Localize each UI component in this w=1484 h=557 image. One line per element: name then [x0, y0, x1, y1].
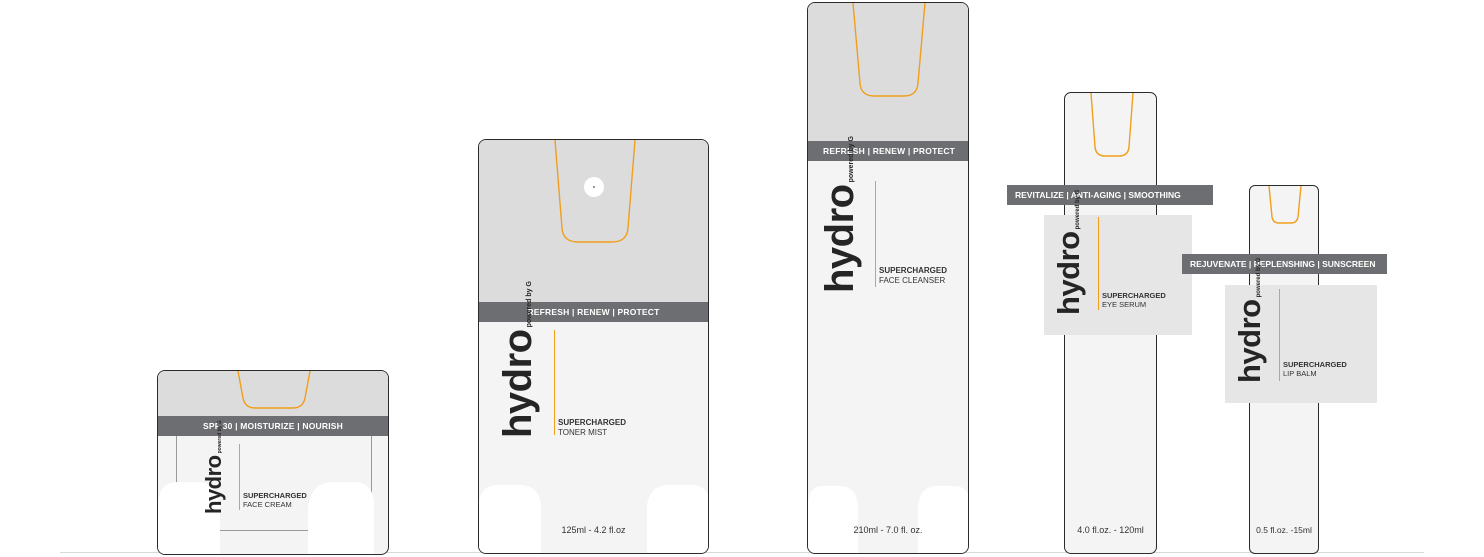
accent-divider [875, 181, 877, 287]
product-line1: SUPERCHARGED [1283, 360, 1347, 369]
accent-divider [554, 330, 556, 435]
bottom-wave-decoration [158, 482, 374, 554]
product-line2: LIP BALM [1283, 369, 1317, 379]
tube-cap [808, 3, 968, 141]
eye-serum-label-panel: hydro powered by G SUPERCHARGED EYE SERU… [1044, 190, 1192, 335]
product-name: SUPERCHARGED TONER MIST [558, 418, 626, 438]
bottle-cap [479, 140, 708, 302]
brand-tagline: powered by G [217, 420, 223, 454]
face-cleanser-tube: REFRESH | RENEW | PROTECT hydro powered … [807, 2, 969, 554]
benefit-band: REFRESH | RENEW | PROTECT [479, 302, 708, 322]
brand-name: hydro [1051, 231, 1086, 315]
cap-accent-icon [1268, 186, 1302, 224]
ground-line [60, 552, 1424, 553]
brand-name: hydro [1232, 299, 1267, 383]
bottom-wave-decoration [479, 485, 708, 553]
volume-label: 0.5 fl.oz. -15ml [1256, 525, 1312, 535]
benefit-band: SPF 30 | MOISTURIZE | NOURISH [158, 416, 388, 436]
spray-nozzle-icon [584, 177, 604, 197]
product-name: SUPERCHARGED FACE CREAM [243, 491, 307, 510]
brand-tagline: powered by G [848, 136, 855, 183]
product-name: SUPERCHARGED EYE SERUM [1102, 291, 1166, 310]
volume-label: 4.0 fl.oz. - 120ml [1077, 525, 1144, 535]
product-line1: SUPERCHARGED [1102, 291, 1166, 300]
product-name: SUPERCHARGED FACE CLEANSER [879, 266, 947, 286]
accent-divider [239, 444, 241, 510]
toner-mist-bottle: REFRESH | RENEW | PROTECT hydro powered … [478, 139, 709, 554]
eye-serum-benefit-band: REVITALIZE | ANTI-AGING | SMOOTHING [1007, 185, 1213, 205]
lip-balm-label-panel: hydro powered by G SUPERCHARGED LIP BALM [1225, 258, 1377, 403]
benefit-band: REFRESH | RENEW | PROTECT [808, 141, 968, 161]
bottom-wave-decoration [808, 486, 968, 553]
product-line2: EYE SERUM [1102, 300, 1147, 310]
product-line2: TONER MIST [558, 428, 608, 437]
product-line1: SUPERCHARGED [558, 418, 627, 427]
accent-divider [1098, 217, 1100, 310]
brand-tagline: powered by G [1256, 257, 1262, 298]
brand-name: hydro [818, 184, 862, 293]
product-line2: FACE CLEANSER [879, 276, 946, 285]
volume-label: 125ml - 4.2 fl.oz [561, 525, 626, 535]
brand-tagline: powered by G [526, 281, 533, 328]
volume-label: 210ml - 7.0 fl. oz. [853, 525, 923, 535]
product-line2: FACE CREAM [243, 500, 292, 510]
lip-balm-benefit-band: REJUVENATE | REPLENSHING | SUNSCREEN [1182, 254, 1387, 274]
accent-divider [1279, 289, 1281, 381]
brand-tagline: powered by G [1075, 189, 1081, 230]
lid-accent-icon [237, 371, 311, 409]
brand-name: hydro [201, 455, 226, 514]
product-name: SUPERCHARGED LIP BALM [1283, 360, 1347, 379]
brand-name: hydro [496, 329, 540, 438]
cap-accent-icon [554, 140, 636, 243]
cap-accent-icon [852, 3, 926, 97]
cap-accent-icon [1090, 93, 1134, 157]
product-line1: SUPERCHARGED [243, 491, 307, 500]
product-line1: SUPERCHARGED [879, 266, 948, 275]
face-cream-jar: SPF 30 | MOISTURIZE | NOURISH hydro powe… [157, 370, 389, 555]
